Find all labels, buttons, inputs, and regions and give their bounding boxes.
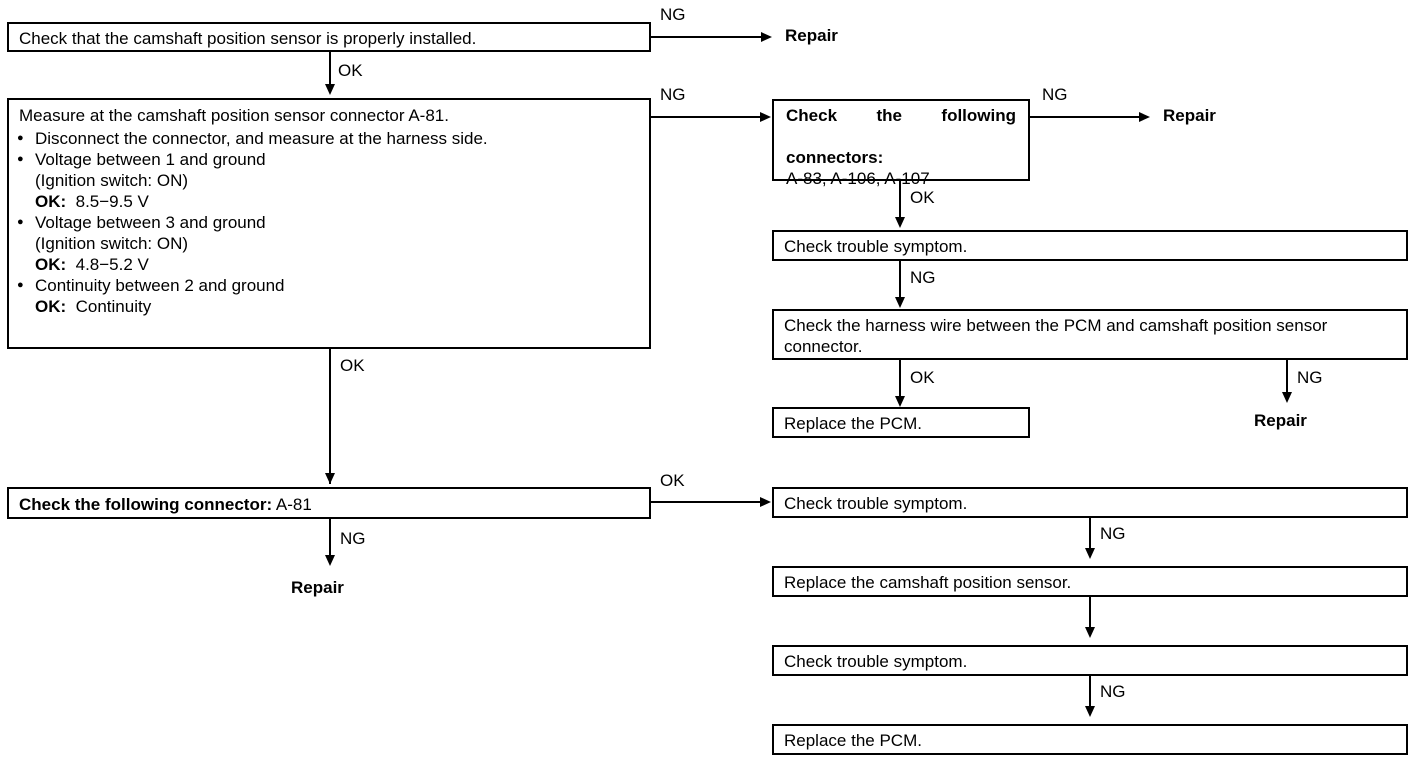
edge-install-to-measure-label: OK <box>338 61 363 80</box>
box-check-sensor-installed: Check that the camshaft position sensor … <box>7 22 651 52</box>
edge-trouble1-to-harness-arrow <box>895 297 905 308</box>
edge-connectors-to-repair-line <box>1030 116 1140 118</box>
edge-a81-to-repair-label: NG <box>340 529 366 548</box>
box-check-connectors-list: A-83, A-106, A-107 <box>786 169 930 188</box>
edge-connectors-to-trouble1-label: OK <box>910 188 935 207</box>
ok-label: OK: <box>35 192 67 211</box>
list-item: Voltage between 3 and ground (Ignition s… <box>9 212 649 275</box>
edge-install-to-repair-label: NG <box>660 5 686 24</box>
edge-a81-to-repair-line <box>329 519 331 557</box>
ok-label: OK: <box>35 297 67 316</box>
bullet-ok-line: OK: 8.5−9.5 V <box>35 191 649 212</box>
box-check-trouble-symptom-1-text: Check trouble symptom. <box>784 237 968 256</box>
bullet-subtext: (Ignition switch: ON) <box>35 234 189 253</box>
box-check-trouble-symptom-1: Check trouble symptom. <box>772 230 1408 261</box>
edge-connectors-to-repair-arrow <box>1139 112 1150 122</box>
box-check-connector-a81-label: Check the following connector: <box>19 495 273 514</box>
box-replace-pcm-2: Replace the PCM. <box>772 724 1408 755</box>
edge-connectors-to-trouble1-line <box>899 181 901 219</box>
edge-trouble2-to-replacesensor-arrow <box>1085 548 1095 559</box>
edge-measure-to-connectors-line <box>651 116 761 118</box>
terminal-repair-a81: Repair <box>291 578 344 597</box>
edge-a81-to-trouble2-arrow <box>760 497 771 507</box>
bullet-subtext: (Ignition switch: ON) <box>35 171 189 190</box>
terminal-repair-top: Repair <box>785 26 838 45</box>
box-replace-pcm-2-text: Replace the PCM. <box>784 731 922 750</box>
box-check-connectors-line2: connectors: <box>786 148 884 167</box>
edge-install-to-measure-line <box>329 52 331 86</box>
box-check-connector-a81: Check the following connector: A-81 <box>7 487 651 519</box>
ok-label: OK: <box>35 255 67 274</box>
edge-harness-to-repair-label: NG <box>1297 368 1323 387</box>
box-check-connector-a81-text: Check the following connector: A-81 <box>9 489 649 515</box>
measure-bullet-list: Disconnect the connector, and measure at… <box>9 128 649 317</box>
edge-install-to-measure-arrow <box>325 84 335 95</box>
edge-install-to-repair-arrow <box>761 32 772 42</box>
bullet-text: Voltage between 1 and ground <box>35 150 266 169</box>
ok-value: 8.5−9.5 V <box>75 192 149 211</box>
box-check-trouble-symptom-2: Check trouble symptom. <box>772 487 1408 518</box>
edge-connectors-to-repair-label: NG <box>1042 85 1068 104</box>
edge-measure-to-connectors-arrow <box>760 112 771 122</box>
box-replace-camshaft-sensor: Replace the camshaft position sensor. <box>772 566 1408 597</box>
box-check-harness-wire-text: Check the harness wire between the PCM a… <box>784 316 1328 356</box>
list-item: Disconnect the connector, and measure at… <box>9 128 649 149</box>
box-check-harness-wire: Check the harness wire between the PCM a… <box>772 309 1408 360</box>
edge-replacesensor-to-trouble3-arrow <box>1085 627 1095 638</box>
edge-a81-to-trouble2-line <box>650 501 761 503</box>
box-replace-pcm-1: Replace the PCM. <box>772 407 1030 438</box>
bullet-text: Continuity between 2 and ground <box>35 276 285 295</box>
edge-measure-to-a81-label: OK <box>340 356 365 375</box>
edge-connectors-to-trouble1-arrow <box>895 217 905 228</box>
edge-measure-to-a81-arrow <box>325 473 335 484</box>
edge-trouble3-to-replacepcm2-arrow <box>1085 706 1095 717</box>
terminal-repair-connectors: Repair <box>1163 106 1216 125</box>
box-check-sensor-installed-text: Check that the camshaft position sensor … <box>19 29 477 48</box>
edge-trouble1-to-harness-label: NG <box>910 268 936 287</box>
box-check-connector-a81-value: A-81 <box>275 495 312 514</box>
ok-value: 4.8−5.2 V <box>75 255 149 274</box>
edge-replacesensor-to-trouble3-line <box>1089 597 1091 629</box>
edge-harness-to-repair-line <box>1286 360 1288 394</box>
box-check-trouble-symptom-3: Check trouble symptom. <box>772 645 1408 676</box>
bullet-ok-line: OK: 4.8−5.2 V <box>35 254 649 275</box>
edge-install-to-repair-line <box>651 36 761 38</box>
edge-trouble1-to-harness-line <box>899 261 901 299</box>
edge-harness-to-replacepcm1-line <box>899 360 901 398</box>
box-check-connectors: Check the following connectors: A-83, A-… <box>772 99 1030 188</box>
edge-trouble2-to-replacesensor-line <box>1089 518 1091 550</box>
edge-trouble3-to-replacepcm2-label: NG <box>1100 682 1126 701</box>
edge-a81-to-repair-arrow <box>325 555 335 566</box>
list-item: Continuity between 2 and ground OK: Cont… <box>9 275 649 317</box>
edge-trouble2-to-replacesensor-label: NG <box>1100 524 1126 543</box>
box-replace-pcm-1-text: Replace the PCM. <box>784 414 922 433</box>
bullet-text: Voltage between 3 and ground <box>35 213 266 232</box>
edge-trouble3-to-replacepcm2-line <box>1089 676 1091 708</box>
bullet-text: Disconnect the connector, and measure at… <box>35 129 488 148</box>
box-measure-header: Measure at the camshaft position sensor … <box>19 106 449 125</box>
edge-harness-to-replacepcm1-label: OK <box>910 368 935 387</box>
box-check-trouble-symptom-3-text: Check trouble symptom. <box>784 652 968 671</box>
list-item: Voltage between 1 and ground (Ignition s… <box>9 149 649 212</box>
box-measure-connector-a81: Measure at the camshaft position sensor … <box>7 98 651 349</box>
edge-measure-to-connectors-label: NG <box>660 85 686 104</box>
ok-value: Continuity <box>75 297 152 316</box>
edge-a81-to-trouble2-label: OK <box>660 471 685 490</box>
box-check-trouble-symptom-2-text: Check trouble symptom. <box>784 494 968 513</box>
box-check-connectors-line1: Check the following <box>786 106 1016 125</box>
edge-harness-to-replacepcm1-arrow <box>895 396 905 407</box>
edge-measure-to-a81-line <box>329 349 331 484</box>
terminal-repair-harness: Repair <box>1254 411 1307 430</box>
bullet-ok-line: OK: Continuity <box>35 296 649 317</box>
box-replace-camshaft-sensor-text: Replace the camshaft position sensor. <box>784 573 1072 592</box>
edge-harness-to-repair-arrow <box>1282 392 1292 403</box>
